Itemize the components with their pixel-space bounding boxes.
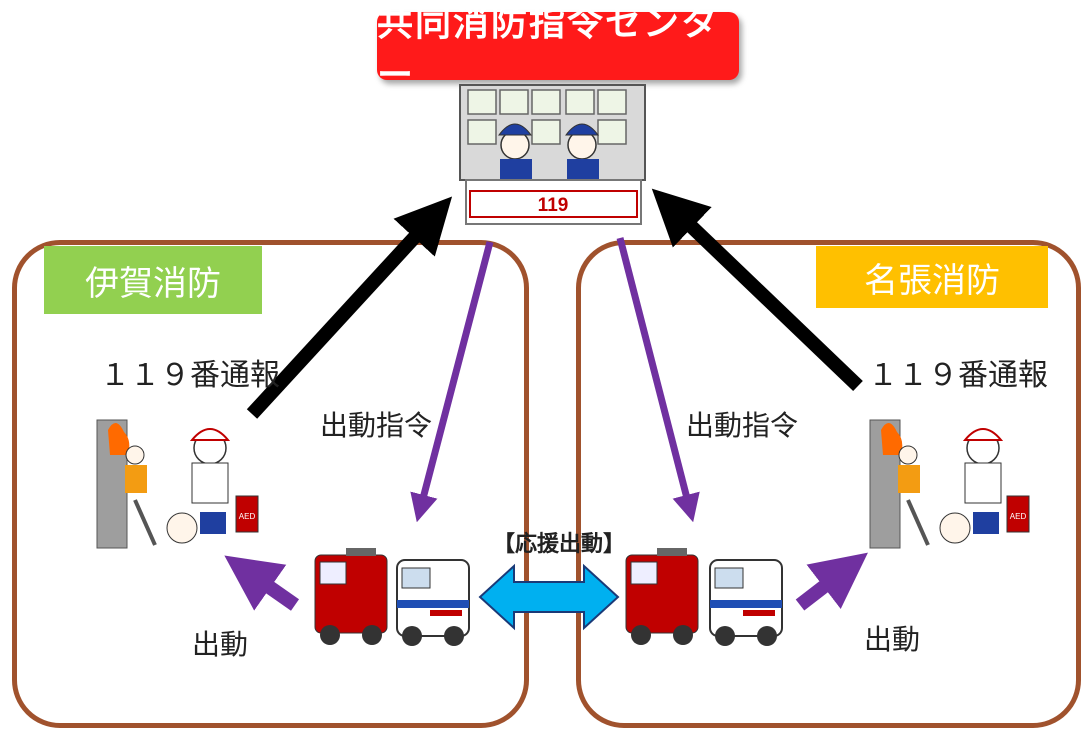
dispatcher-icon xyxy=(565,123,599,179)
monitor-wall xyxy=(467,89,627,145)
aed-sign: AED xyxy=(239,512,256,521)
iga-report-arrow xyxy=(246,196,453,419)
iga-region-box xyxy=(12,240,529,728)
iga-dispatch-order-arrow xyxy=(410,241,494,523)
nabari-119-report-label: １１９番通報 xyxy=(868,358,1048,393)
iga-incident-illustration: AED xyxy=(96,419,259,549)
iga-119-report-label: １１９番通報 xyxy=(100,358,280,393)
support-dispatch-arrow xyxy=(478,563,620,631)
iga-dispatch-order-label: 出動指令 xyxy=(320,409,433,442)
iga-dispatch-label: 出動 xyxy=(192,628,249,661)
nabari-dispatch-order-label: 出動指令 xyxy=(686,409,799,442)
nabari-report-arrow xyxy=(651,188,863,392)
command-center-title: 共同消防指令センター xyxy=(377,3,739,96)
nabari-fire-truck-icon xyxy=(625,548,699,645)
aed-sign: AED xyxy=(1010,512,1027,521)
support-dispatch-label: 【応援出動】 xyxy=(493,532,626,557)
iga-fire-dept-title: 伊賀消防 xyxy=(44,246,262,314)
nabari-ambulance-icon xyxy=(709,559,783,646)
console-119-label: 119 xyxy=(538,195,569,216)
iga-ambulance-icon xyxy=(396,559,470,646)
console-panel xyxy=(469,190,638,218)
dispatcher-icon xyxy=(498,123,532,179)
nabari-fire-dept-title: 名張消防 xyxy=(816,246,1048,308)
iga-fire-truck-icon xyxy=(314,548,388,645)
nabari-incident-illustration: AED xyxy=(869,419,1030,549)
nabari-dispatch-order-arrow xyxy=(616,237,700,523)
nabari-dispatch-label: 出動 xyxy=(864,623,921,656)
nabari-region-box xyxy=(576,240,1081,728)
command-center-illustration: 119 xyxy=(459,84,646,225)
iga-dispatch-arrow xyxy=(224,555,300,611)
nabari-dispatch-arrow xyxy=(795,552,868,611)
